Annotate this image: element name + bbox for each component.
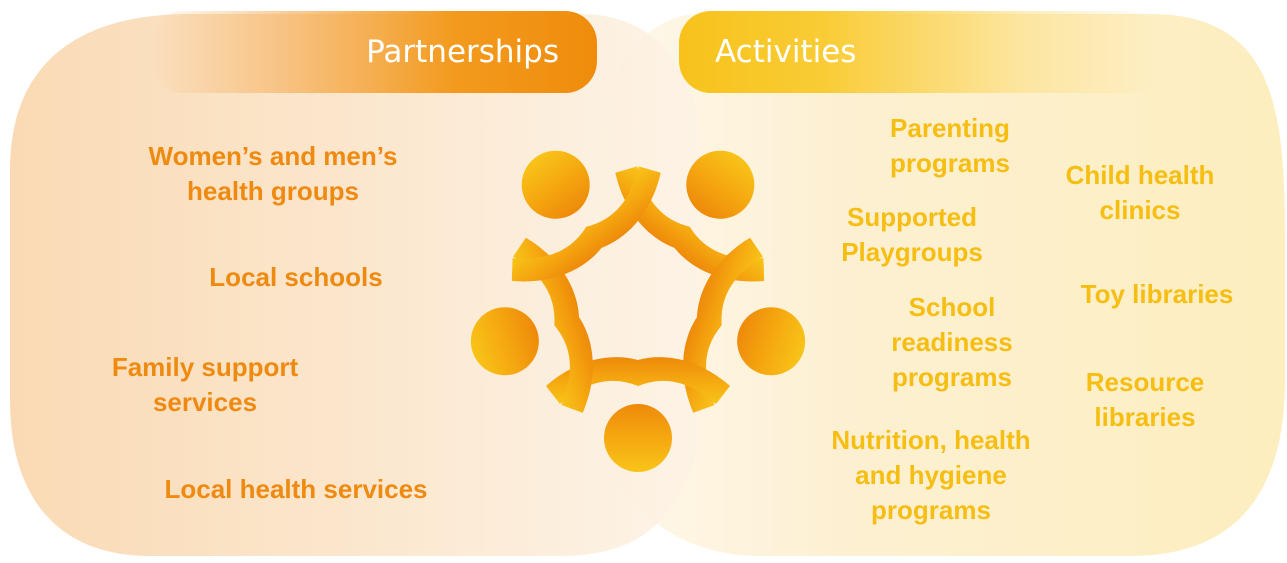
person-figure — [615, 150, 765, 282]
person-head — [737, 307, 806, 376]
person-arms — [513, 237, 593, 413]
activity-label: Parenting programs — [865, 111, 1035, 181]
partnership-text: Family support services — [111, 352, 299, 417]
activity-text: Nutrition, health and hygiene programs — [831, 425, 1031, 525]
activity-text: Toy libraries — [1080, 279, 1234, 309]
partnership-label: Family support services — [100, 350, 310, 420]
activities-header: Activities — [679, 11, 1159, 93]
partnership-label: Women’s and men’s health groups — [128, 139, 418, 209]
person-head — [521, 150, 590, 219]
person-head — [470, 307, 539, 376]
partnership-label: Local schools — [209, 260, 382, 295]
partnership-label: Local health services — [164, 472, 427, 507]
activity-label: Nutrition, health and hygiene programs — [811, 423, 1051, 528]
partnership-text: Local schools — [209, 262, 383, 292]
activity-text: Parenting programs — [890, 113, 1010, 178]
partnerships-header: Partnerships — [150, 11, 597, 93]
partnerships-title: Partnerships — [366, 34, 559, 70]
activity-label: Child health clinics — [1050, 158, 1230, 228]
activity-text: Resource libraries — [1085, 367, 1205, 432]
person-figure — [470, 237, 593, 413]
activity-text: School readiness programs — [891, 292, 1013, 392]
left-blob — [10, 14, 700, 556]
activities-title: Activities — [715, 34, 857, 70]
person-arms — [615, 166, 765, 282]
people-circle-icon — [470, 150, 806, 472]
activity-text: Supported Playgroups — [841, 202, 983, 267]
person-head — [686, 150, 755, 219]
activity-text: Child health clinics — [1065, 160, 1215, 225]
person-head — [604, 404, 672, 472]
partnership-text: Women’s and men’s health groups — [148, 141, 398, 206]
right-blob — [600, 14, 1285, 556]
activity-label: Toy libraries — [1081, 277, 1234, 312]
partnership-text: Local health services — [164, 474, 428, 504]
activity-label: School readiness programs — [877, 290, 1027, 395]
activity-label: Supported Playgroups — [827, 200, 997, 270]
person-arms — [511, 166, 661, 282]
activity-label: Resource libraries — [1075, 365, 1215, 435]
person-figure — [511, 150, 661, 282]
